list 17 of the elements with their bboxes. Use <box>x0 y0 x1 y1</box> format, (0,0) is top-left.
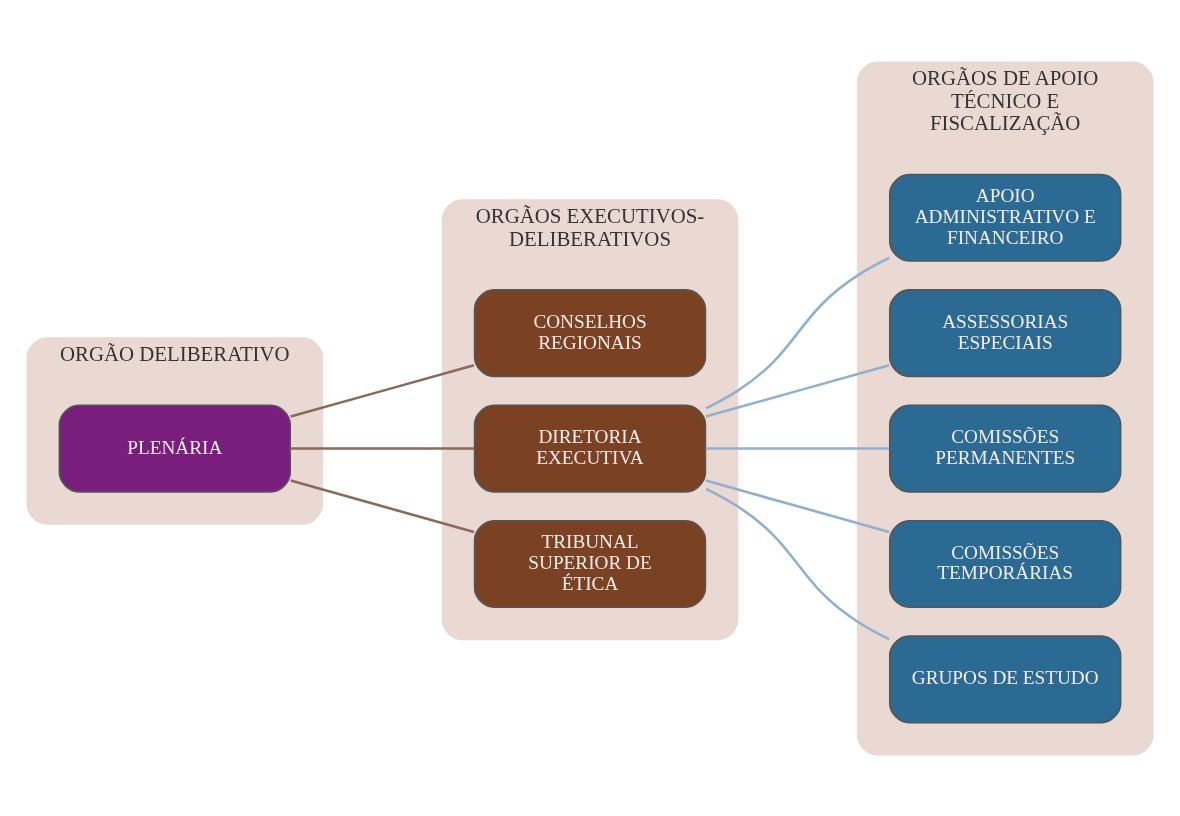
node-box: COMISSÕES TEMPORÁRIAS <box>888 519 1122 608</box>
node-box: ASSESSORIAS ESPECIAIS <box>888 288 1122 377</box>
node-box: CONSELHOS REGIONAIS <box>473 288 707 377</box>
connector <box>705 487 890 640</box>
node-box: PLENÁRIA <box>58 404 292 493</box>
connector <box>705 256 890 409</box>
node-box: GRUPOS DE ESTUDO <box>888 634 1122 723</box>
connector <box>290 363 475 418</box>
connector <box>290 446 474 450</box>
connector <box>705 478 890 533</box>
connector <box>290 478 475 533</box>
node-box: TRIBUNAL SUPERIOR DE ÉTICA <box>473 519 707 608</box>
node-box: DIRETORIA EXECUTIVA <box>473 404 707 493</box>
node-box: APOIO ADMINISTRATIVO E FINANCEIRO <box>888 173 1122 262</box>
connector <box>705 363 890 418</box>
node-box: COMISSÕES PERMANENTES <box>888 404 1122 493</box>
connector <box>705 446 890 450</box>
